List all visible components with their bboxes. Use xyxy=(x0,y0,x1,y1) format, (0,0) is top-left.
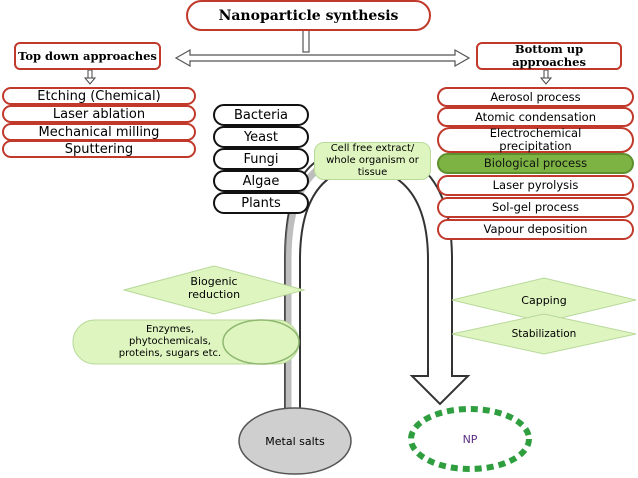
organism-label: Fungi xyxy=(243,151,279,167)
organism-pill: Plants xyxy=(213,192,309,214)
page-title: Nanoparticle synthesis xyxy=(218,7,399,24)
capping-label: Capping xyxy=(521,293,567,307)
top-down-label: Top down approaches xyxy=(18,48,157,63)
cell-free-label: Cell free extract/ whole organism or tis… xyxy=(326,143,419,178)
organism-label: Yeast xyxy=(243,129,279,145)
biogenic-diamond xyxy=(122,265,306,315)
bottom-up-item: Electrochemical precipitation xyxy=(437,127,634,153)
bottom-up-item-label: Biological process xyxy=(483,156,588,170)
bottom-up-item-highlight: Biological process xyxy=(437,153,634,174)
stabilization-label: Stabilization xyxy=(511,327,577,340)
top-down-item: Laser ablation xyxy=(2,105,196,123)
bottom-up-item-label: Electrochemical precipitation xyxy=(489,126,582,153)
bottom-up-item-label: Aerosol process xyxy=(490,89,581,104)
bottom-up-item: Sol-gel process xyxy=(437,197,634,218)
bottom-up-item-label: Vapour deposition xyxy=(483,222,588,236)
bottom-up-item-label: Atomic condensation xyxy=(475,109,596,124)
horizontal-double-arrow xyxy=(174,48,471,68)
enzymes-label: Enzymes, phytochemicals, proteins, sugar… xyxy=(118,324,222,359)
top-down-box: Top down approaches xyxy=(14,42,161,70)
metal-salts-label: Metal salts xyxy=(265,434,325,448)
biogenic-label: Biogenic reduction xyxy=(187,275,241,301)
top-down-item-label: Etching (Chemical) xyxy=(37,88,161,104)
top-down-item-label: Laser ablation xyxy=(52,106,146,122)
bottomup-down-arrow xyxy=(539,69,553,85)
organism-pill: Fungi xyxy=(213,148,309,170)
organism-pill: Bacteria xyxy=(213,104,309,126)
np-label: NP xyxy=(462,432,478,446)
bottom-up-item: Vapour deposition xyxy=(437,219,634,240)
bottom-up-item: Laser pyrolysis xyxy=(437,175,634,196)
organism-pill: Algae xyxy=(213,170,309,192)
top-down-item-label: Mechanical milling xyxy=(38,124,160,140)
bottom-up-item-label: Laser pyrolysis xyxy=(492,178,579,192)
topdown-down-arrow xyxy=(83,69,97,85)
capping-diamond xyxy=(451,277,637,323)
organism-pill: Yeast xyxy=(213,126,309,148)
title-box: Nanoparticle synthesis xyxy=(186,0,431,31)
stabilization-diamond xyxy=(451,313,637,355)
top-down-item: Etching (Chemical) xyxy=(2,87,196,105)
organism-label: Algae xyxy=(242,173,280,189)
np-ellipse xyxy=(408,406,532,472)
bottom-up-item: Atomic condensation xyxy=(437,107,634,127)
bottom-up-label: Bottom up approaches xyxy=(512,42,586,69)
enzymes-pill-cap xyxy=(222,319,300,365)
title-down-connector xyxy=(302,29,310,53)
top-down-item-label: Sputtering xyxy=(64,141,134,157)
organism-label: Bacteria xyxy=(233,107,289,123)
bottom-up-item-label: Sol-gel process xyxy=(491,200,580,214)
organism-label: Plants xyxy=(241,195,281,211)
top-down-item: Sputtering xyxy=(2,140,196,158)
bottom-up-item: Aerosol process xyxy=(437,87,634,107)
metal-salts-ellipse xyxy=(238,407,352,475)
bottom-up-box: Bottom up approaches xyxy=(476,42,622,70)
cell-free-box: Cell free extract/ whole organism or tis… xyxy=(314,142,431,180)
top-down-item: Mechanical milling xyxy=(2,123,196,141)
